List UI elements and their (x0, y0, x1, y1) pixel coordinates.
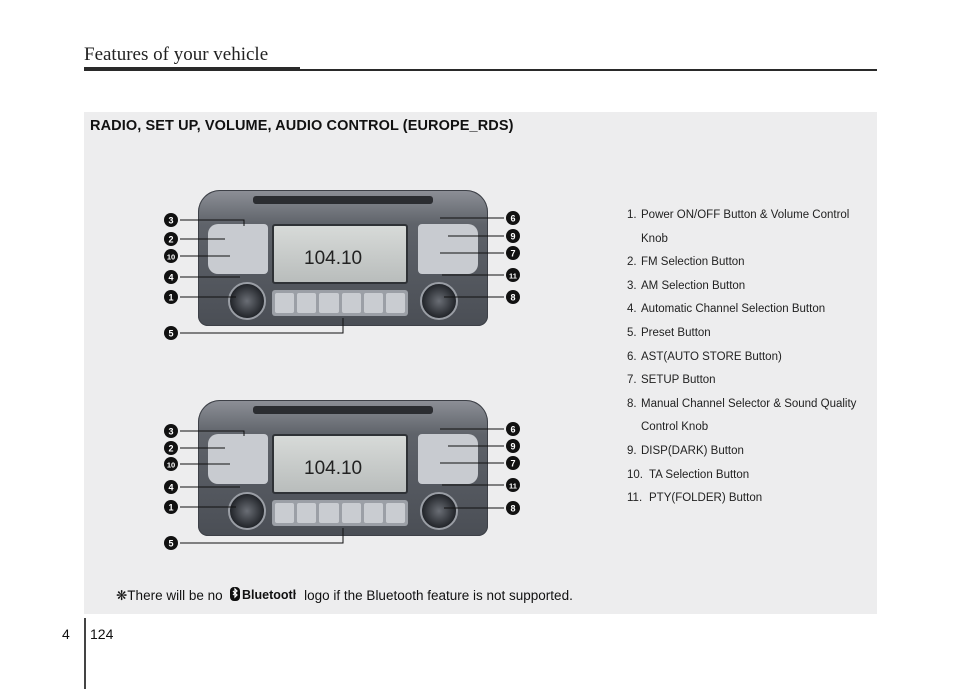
svg-text:7: 7 (510, 459, 515, 469)
marker-11: 11 (506, 478, 520, 492)
header-rule-thin (300, 69, 877, 71)
legend-item: 2.FM Selection Button (627, 256, 745, 269)
tune-knob (420, 282, 458, 320)
marker-7: 7 (506, 456, 520, 470)
left-button-cluster (208, 224, 268, 274)
legend-item: 7.SETUP Button (627, 374, 716, 387)
footnote-suffix: logo if the Bluetooth feature is not sup… (304, 588, 573, 603)
marker-7: 7 (506, 246, 520, 260)
svg-text:2: 2 (168, 235, 173, 245)
legend-item: 11.PTY(FOLDER) Button (627, 492, 763, 505)
marker-9: 9 (506, 439, 520, 453)
svg-text:11: 11 (509, 272, 517, 281)
marker-11: 11 (506, 268, 520, 282)
svg-text:6: 6 (510, 214, 515, 224)
svg-text:10: 10 (167, 461, 175, 470)
svg-text:5: 5 (168, 539, 173, 549)
section-title: RADIO, SET UP, VOLUME, AUDIO CONTROL (EU… (90, 118, 514, 134)
cd-slot (253, 196, 433, 204)
svg-text:9: 9 (510, 232, 515, 242)
frequency-readout: 104.10 (304, 458, 363, 479)
svg-text:8: 8 (510, 293, 515, 303)
marker-4: 4 (164, 480, 178, 494)
marker-4: 4 (164, 270, 178, 284)
marker-9: 9 (506, 229, 520, 243)
marker-2: 2 (164, 441, 178, 455)
cd-slot (253, 406, 433, 414)
svg-text:2: 2 (168, 444, 173, 454)
svg-text:6: 6 (510, 425, 515, 435)
radio-screen: 104.10 (272, 434, 408, 494)
footnote-prefix: ❋There will be no (116, 588, 223, 603)
legend-item: 6.AST(AUTO STORE Button) (627, 350, 782, 363)
legend-item: 9.DISP(DARK) Button (627, 444, 744, 457)
marker-8: 8 (506, 501, 520, 515)
svg-text:10: 10 (167, 253, 175, 262)
svg-text:11: 11 (509, 482, 517, 491)
marker-6: 6 (506, 211, 520, 225)
legend-item: 5.Preset Button (627, 326, 711, 339)
svg-text:7: 7 (510, 249, 515, 259)
marker-5: 5 (164, 326, 178, 340)
marker-6: 6 (506, 422, 520, 436)
chapter-number: 4 (62, 626, 70, 642)
svg-text:9: 9 (510, 442, 515, 452)
page-number: 124 (90, 626, 114, 642)
legend-item: 3.AM Selection Button (627, 279, 746, 292)
marker-1: 1 (164, 290, 178, 304)
svg-text:8: 8 (510, 504, 515, 514)
svg-text:Bluetooth: Bluetooth (242, 588, 296, 602)
legend-item: 8.Manual Channel Selector & Sound Qualit… (627, 397, 857, 434)
power-volume-knob (228, 492, 266, 530)
right-button-cluster (418, 224, 478, 274)
bluetooth-footnote: ❋There will be no Bluetooth logo if the … (116, 586, 573, 604)
power-volume-knob (228, 282, 266, 320)
svg-text:1: 1 (168, 293, 173, 303)
marker-3: 3 (164, 213, 178, 227)
marker-2: 2 (164, 232, 178, 246)
svg-text:3: 3 (168, 427, 173, 437)
footer-rule (84, 618, 86, 689)
preset-buttons (272, 500, 408, 526)
frequency-readout: 104.10 (304, 248, 363, 269)
legend-item: 1.Power ON/OFF Button & Volume Control K… (627, 209, 850, 245)
preset-buttons (272, 290, 408, 316)
right-button-cluster (418, 434, 478, 484)
marker-5: 5 (164, 536, 178, 550)
component-legend: 1.Power ON/OFF Button & Volume Control K… (627, 204, 877, 511)
legend-item: 4.Automatic Channel Selection Button (627, 303, 826, 316)
svg-text:4: 4 (168, 273, 173, 283)
bluetooth-logo-icon: Bluetooth (230, 587, 296, 602)
svg-text:5: 5 (168, 329, 173, 339)
marker-3: 3 (164, 424, 178, 438)
svg-text:1: 1 (168, 503, 173, 513)
tune-knob (420, 492, 458, 530)
marker-10: 10 (164, 249, 178, 263)
marker-1: 1 (164, 500, 178, 514)
legend-item: 10.TA Selection Button (627, 468, 750, 481)
radio-illustration-top: 104.10 (198, 184, 488, 326)
radio-screen: 104.10 (272, 224, 408, 284)
radio-illustration-bottom: 104.10 (198, 394, 488, 536)
page-header-title: Features of your vehicle (84, 44, 269, 65)
left-button-cluster (208, 434, 268, 484)
svg-text:3: 3 (168, 216, 173, 226)
marker-10: 10 (164, 457, 178, 471)
svg-text:4: 4 (168, 483, 173, 493)
header-rule-thick (84, 67, 300, 71)
marker-8: 8 (506, 290, 520, 304)
